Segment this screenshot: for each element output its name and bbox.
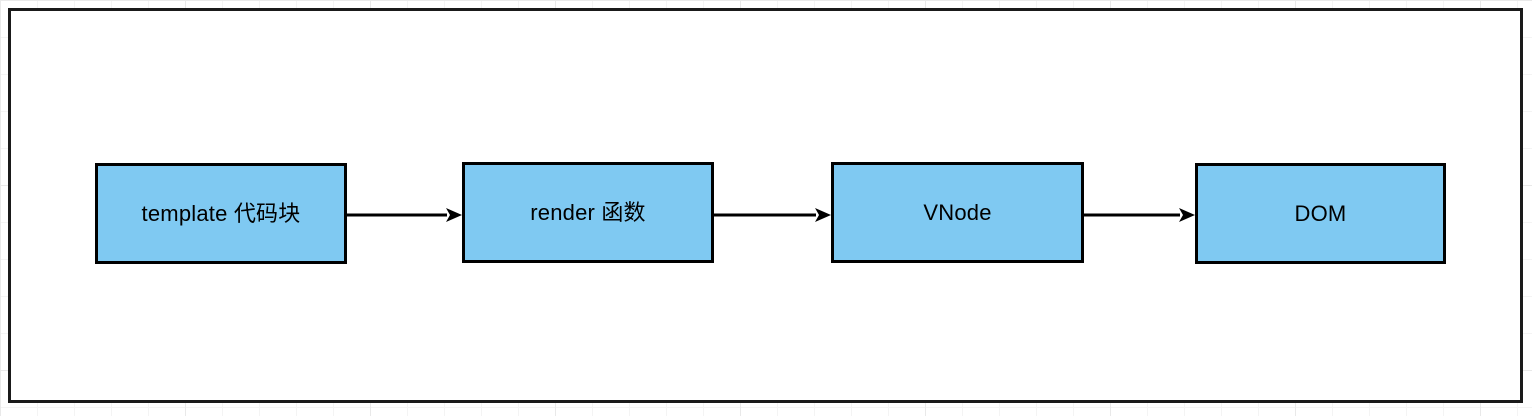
edge-render-to-vnode	[714, 208, 831, 222]
node-render-label: render 函数	[530, 199, 646, 225]
node-template-label: template 代码块	[141, 200, 301, 226]
arrowhead-icon	[815, 208, 831, 222]
node-template[interactable]: template 代码块	[95, 163, 347, 264]
node-dom[interactable]: DOM	[1195, 163, 1446, 264]
edge-vnode-to-dom	[1084, 208, 1195, 222]
diagram-canvas: template 代码块 render 函数 VNode DOM	[8, 8, 1523, 403]
node-dom-label: DOM	[1294, 200, 1347, 226]
node-vnode-label: VNode	[923, 199, 992, 225]
node-vnode[interactable]: VNode	[831, 162, 1084, 263]
arrowhead-icon	[446, 208, 462, 222]
edge-template-to-render	[347, 208, 462, 222]
arrowhead-icon	[1179, 208, 1195, 222]
node-render[interactable]: render 函数	[462, 162, 714, 263]
